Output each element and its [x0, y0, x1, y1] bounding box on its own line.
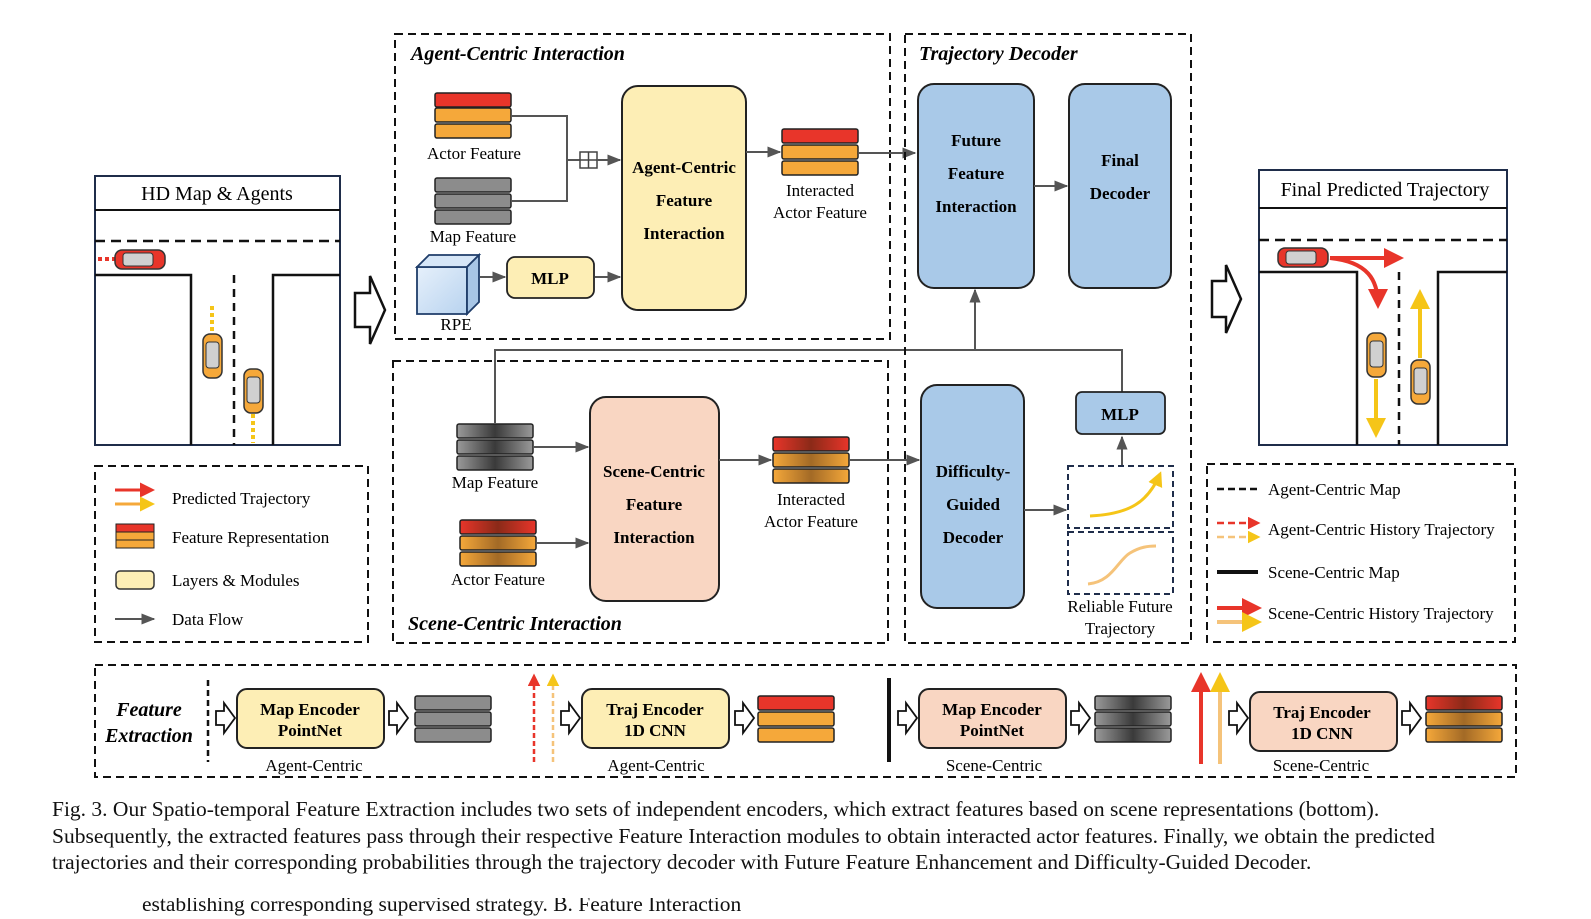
module-label: Feature	[948, 164, 1005, 183]
hollow-arrow-icon	[734, 700, 756, 736]
agent-mlp-box	[506, 256, 595, 299]
agent-mlp-label: MLP	[531, 269, 569, 288]
data-flow-line	[494, 349, 1123, 424]
encoder-label: Map Encoder	[260, 700, 360, 719]
hollow-arrow-icon	[388, 700, 410, 736]
hollow-arrow-icon	[215, 700, 237, 736]
caption-line: Fig. 3. Our Spatio-temporal Feature Extr…	[52, 797, 1380, 821]
module-label: Guided	[946, 495, 1000, 514]
feature-extraction-title: Feature	[115, 699, 182, 721]
hollow-arrow-icon	[353, 275, 387, 345]
module-label: Decoder	[943, 528, 1004, 547]
scene-map-feature-label: Map Feature	[452, 473, 538, 492]
module-label: Future	[951, 131, 1001, 150]
encoder-label: 1D CNN	[624, 721, 687, 740]
trajectory-decoder-panel: Trajectory Decoder Future Feature Intera…	[904, 33, 1192, 644]
decoder-mlp-label: MLP	[1101, 405, 1139, 424]
module-label: Interaction	[613, 528, 695, 547]
interacted-actor-feature-label: Actor Feature	[764, 512, 858, 531]
encoder-caption: Agent-Centric	[265, 756, 363, 775]
traj-encoder-scene-box	[1249, 691, 1398, 752]
encoder-label: Traj Encoder	[1273, 703, 1371, 722]
module-label: Decoder	[1090, 184, 1151, 203]
trajectory-curve-icon	[1087, 544, 1157, 586]
module-label: Agent-Centric	[632, 158, 736, 177]
encoder-label: Map Encoder	[942, 700, 1042, 719]
rpe-label: RPE	[440, 315, 471, 334]
interacted-actor-feature-label: Actor Feature	[773, 203, 867, 222]
module-label: Interaction	[643, 224, 725, 243]
encoder-label: Traj Encoder	[606, 700, 704, 719]
agent-centric-feature-interaction-module	[621, 85, 747, 311]
feature-extraction-panel: Feature Extraction Map Encoder PointNet …	[94, 664, 1517, 778]
map-feature-label: Map Feature	[430, 227, 516, 246]
scene-actor-feature-label: Actor Feature	[451, 570, 545, 589]
final-predicted-title: Final Predicted Trajectory	[1281, 179, 1490, 201]
future-feature-interaction-module	[917, 83, 1035, 289]
reliable-future-label: Trajectory	[1085, 619, 1156, 638]
encoder-label: 1D CNN	[1291, 724, 1354, 743]
difficulty-guided-decoder-module	[920, 384, 1025, 609]
hd-map-title: HD Map & Agents	[141, 183, 293, 205]
final-decoder-module	[1068, 83, 1172, 289]
encoder-caption: Scene-Centric	[946, 756, 1043, 775]
hollow-arrow-icon	[897, 700, 919, 736]
hollow-arrow-icon	[1401, 700, 1423, 736]
map-encoder-scene-box	[918, 688, 1067, 749]
legend-left: Predicted Trajectory Feature Representat…	[94, 465, 369, 643]
hollow-arrow-icon	[1228, 700, 1250, 736]
caption-line: trajectories and their corresponding pro…	[52, 850, 1312, 874]
hollow-arrow-icon	[1210, 264, 1243, 334]
partial-body-text: establishing corresponding supervised st…	[52, 898, 1582, 919]
legend-label: Agent-Centric History Trajectory	[1268, 520, 1495, 539]
interacted-actor-feature-label: Interacted	[777, 490, 845, 509]
scene-centric-panel: Scene-Centric Interaction Map Feature Ac…	[392, 360, 921, 644]
legend-right: Agent-Centric Map Agent-Centric History …	[1206, 463, 1516, 643]
module-label: Interaction	[935, 197, 1017, 216]
hd-map-panel: HD Map & Agents	[94, 175, 341, 446]
encoder-label: PointNet	[278, 721, 343, 740]
actor-feature-label: Actor Feature	[427, 144, 521, 163]
traj-encoder-agent-box	[581, 688, 730, 749]
trajectory-decoder-title: Trajectory Decoder	[919, 43, 1078, 65]
scene-centric-feature-interaction-module	[589, 396, 720, 602]
legend-label: Scene-Centric Map	[1268, 563, 1400, 582]
module-label: Feature	[656, 191, 713, 210]
reliable-trajectory-box	[1067, 465, 1174, 529]
encoder-caption: Scene-Centric	[1273, 756, 1370, 775]
feature-extraction-title: Extraction	[104, 725, 193, 747]
map-encoder-agent-box	[236, 688, 385, 749]
legend-label: Agent-Centric Map	[1268, 480, 1401, 499]
module-label: Feature	[626, 495, 683, 514]
figure-caption: Fig. 3. Our Spatio-temporal Feature Extr…	[52, 796, 1582, 876]
caption-line: Subsequently, the extracted features pas…	[52, 823, 1435, 848]
interacted-actor-feature-label: Interacted	[786, 181, 854, 200]
decoder-mlp-box	[1075, 391, 1166, 435]
module-label: Final	[1101, 151, 1139, 170]
reliable-future-label: Reliable Future	[1067, 597, 1172, 616]
hollow-arrow-icon	[560, 700, 582, 736]
legend-label: Data Flow	[172, 610, 244, 629]
encoder-label: PointNet	[960, 721, 1025, 740]
rpe-cube-icon	[414, 252, 482, 317]
agent-centric-title: Agent-Centric Interaction	[409, 43, 625, 65]
agent-centric-panel: Agent-Centric Interaction Actor Feature …	[394, 33, 917, 340]
legend-label: Predicted Trajectory	[172, 489, 311, 508]
partial-body-line: establishing corresponding supervised st…	[142, 898, 742, 916]
reliable-trajectory-box	[1067, 531, 1174, 595]
module-label: Scene-Centric	[603, 462, 705, 481]
legend-label: Feature Representation	[172, 528, 330, 547]
legend-label: Layers & Modules	[172, 571, 299, 590]
scene-centric-title: Scene-Centric Interaction	[408, 613, 622, 635]
hollow-arrow-icon	[1070, 700, 1092, 736]
module-label: Difficulty-	[936, 462, 1011, 481]
trajectory-curve-icon	[1089, 471, 1163, 518]
legend-label: Scene-Centric History Trajectory	[1268, 604, 1494, 623]
encoder-caption: Agent-Centric	[607, 756, 705, 775]
final-predicted-panel: Final Predicted Trajectory	[1258, 169, 1508, 446]
